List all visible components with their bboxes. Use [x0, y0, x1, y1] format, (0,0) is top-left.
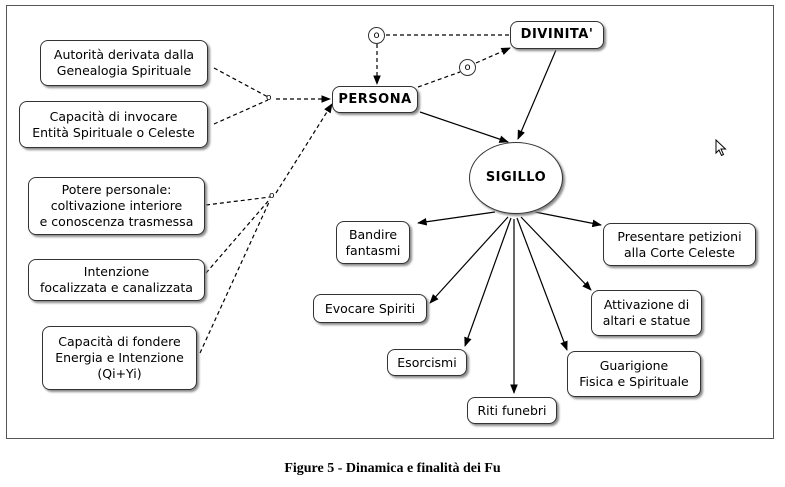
node-guarigione: Guarigione Fisica e Spirituale — [567, 351, 701, 397]
connector-join-lower: o — [269, 191, 275, 201]
node-sigillo: SIGILLO — [469, 142, 563, 214]
node-potere: Potere personale: coltivazione interiore… — [28, 177, 205, 235]
node-evocare: Evocare Spiriti — [313, 294, 427, 323]
edge-sigillo-bandire — [417, 211, 496, 226]
edge-sigillo-presentare — [534, 211, 602, 228]
node-intenzione: Intenzione focalizzata e canalizzata — [28, 259, 205, 301]
connector-top-right: o — [459, 59, 476, 76]
node-capacita-invocare: Capacità di invocare Entità Spirituale o… — [19, 101, 208, 148]
figure-caption: Figure 5 - Dinamica e finalità dei Fu — [284, 461, 501, 476]
connector-top-left: o — [368, 27, 385, 44]
node-persona: PERSONA — [332, 86, 418, 113]
edge-intenzione-join — [205, 198, 271, 274]
edge-fondere-join — [199, 199, 271, 354]
mouse-cursor-icon — [715, 139, 727, 157]
node-attivazione: Attivazione di altari e statue — [591, 290, 702, 336]
node-presentare: Presentare petizioni alla Corte Celeste — [603, 223, 756, 266]
edge-persona-sigillo — [419, 111, 509, 143]
edge-potere-join — [205, 196, 271, 206]
node-esorcismi: Esorcismi — [387, 349, 467, 376]
edge-autorita-join — [213, 67, 269, 98]
node-riti: Riti funebri — [467, 397, 557, 424]
edge-sigillo-guarigione — [516, 217, 568, 351]
edge-capacita-join — [213, 99, 269, 125]
node-bandire: Bandire fantasmi — [336, 221, 410, 264]
connector-join-upper: o — [266, 93, 272, 103]
edge-divinita-sigillo — [517, 49, 557, 140]
node-capacita-fondere: Capacità di fondere Energia e Intenzione… — [42, 326, 197, 390]
edge-persona-o — [417, 71, 461, 88]
edge-o-divinita-arrow — [475, 47, 511, 64]
edge-join-persona-lower — [275, 103, 333, 194]
node-autorita: Autorità derivata dalla Genealogia Spiri… — [40, 40, 208, 86]
edge-sigillo-attivazione — [520, 216, 592, 291]
node-divinita: DIVINITA' — [510, 21, 604, 49]
edge-sigillo-evocare — [429, 216, 509, 304]
edge-sigillo-esorcismi — [464, 217, 512, 347]
